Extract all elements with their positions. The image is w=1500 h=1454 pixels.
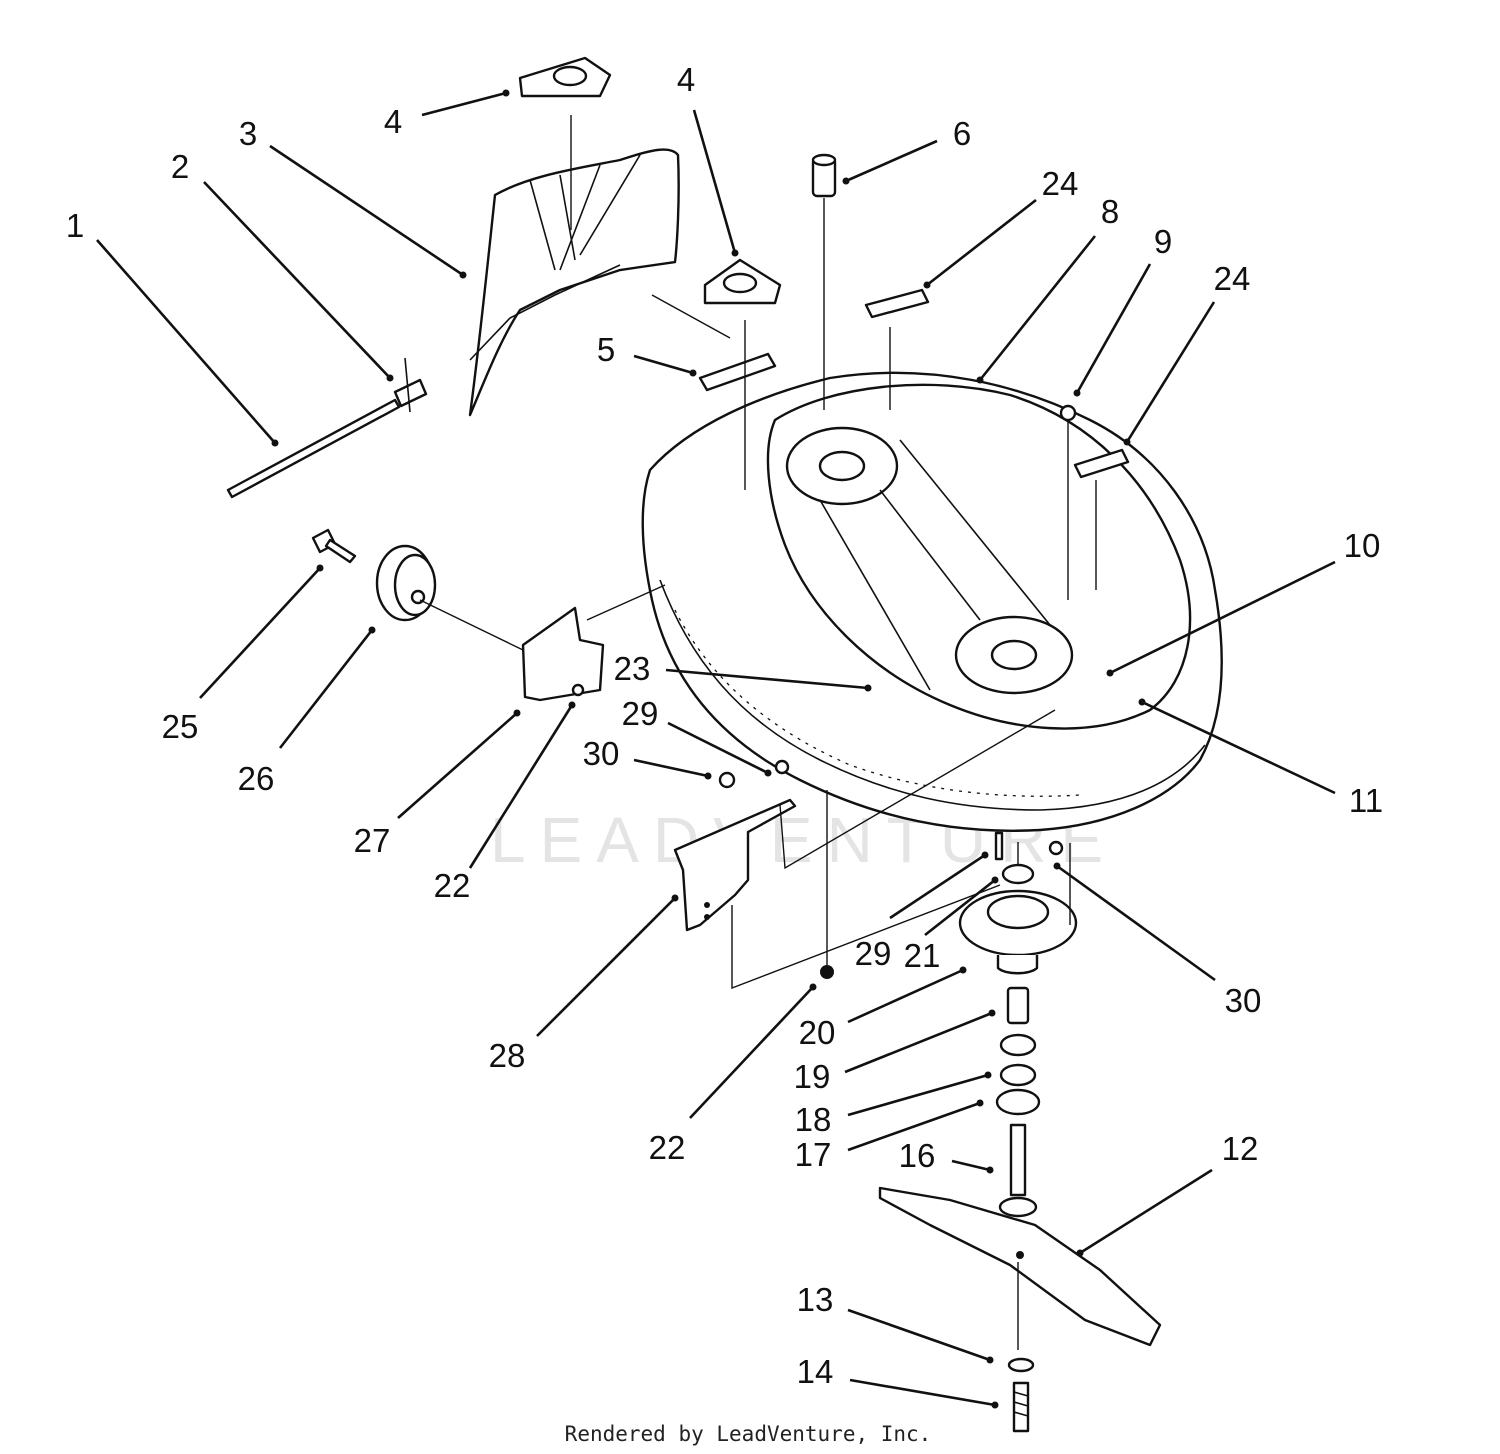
- svg-text:17: 17: [795, 1136, 832, 1173]
- gauge-wheel: [375, 544, 437, 622]
- callout-12: 12: [1076, 1130, 1259, 1257]
- callout-10: 10: [1106, 527, 1381, 677]
- bolt-6: [811, 153, 837, 198]
- chute-rod: [226, 357, 428, 499]
- wheel-bracket: [521, 606, 605, 702]
- credit-text: Rendered by LeadVenture, Inc.: [565, 1422, 932, 1446]
- svg-text:5: 5: [597, 331, 615, 368]
- svg-text:10: 10: [1344, 527, 1381, 564]
- callout-8: 8: [976, 193, 1119, 384]
- decal-strips: [698, 288, 1130, 479]
- callout-16: 16: [899, 1137, 994, 1174]
- spindle-assembly: [958, 863, 1078, 1218]
- callout-27: 27: [354, 709, 521, 859]
- fasteners: [718, 759, 1064, 979]
- callout-22-bottom: 22: [649, 983, 817, 1166]
- pivot-block-top: [518, 56, 612, 98]
- svg-text:13: 13: [797, 1281, 834, 1318]
- svg-text:22: 22: [434, 867, 471, 904]
- callout-14: 14: [797, 1353, 999, 1409]
- callout-23: 23: [614, 650, 872, 692]
- blade-bolt: [1012, 1381, 1030, 1433]
- callout-2: 2: [171, 148, 394, 382]
- svg-text:1: 1: [66, 207, 84, 244]
- svg-text:23: 23: [614, 650, 651, 687]
- callout-29-lower: 29: [855, 851, 989, 972]
- svg-text:18: 18: [795, 1101, 832, 1138]
- callout-29-upper: 29: [622, 695, 772, 777]
- svg-text:28: 28: [489, 1037, 526, 1074]
- svg-text:20: 20: [799, 1014, 836, 1051]
- callout-4-top: 4: [384, 89, 510, 140]
- callout-21: 21: [904, 876, 999, 974]
- callout-19: 19: [794, 1009, 996, 1095]
- callout-4-middle: 4: [677, 61, 739, 257]
- svg-text:22: 22: [649, 1129, 686, 1166]
- baffle-plate: [673, 798, 797, 932]
- blade-washer: [1007, 1357, 1035, 1373]
- svg-text:16: 16: [899, 1137, 936, 1174]
- mower-blade: [878, 1186, 1162, 1347]
- svg-text:4: 4: [384, 103, 402, 140]
- callout-9: 9: [1073, 223, 1172, 397]
- svg-text:24: 24: [1042, 165, 1079, 202]
- callout-26: 26: [238, 626, 376, 797]
- callout-25: 25: [162, 564, 324, 745]
- callout-11: 11: [1138, 698, 1383, 819]
- svg-text:29: 29: [622, 695, 659, 732]
- svg-text:14: 14: [797, 1353, 834, 1390]
- svg-text:27: 27: [354, 822, 391, 859]
- svg-text:26: 26: [238, 760, 275, 797]
- svg-text:4: 4: [677, 61, 695, 98]
- svg-text:30: 30: [1225, 982, 1262, 1019]
- callout-24-right: 24: [1123, 260, 1251, 446]
- callout-20: 20: [799, 966, 967, 1051]
- pivot-block-middle: [703, 258, 782, 305]
- callout-28: 28: [489, 894, 679, 1074]
- callout-22-left: 22: [434, 701, 576, 904]
- svg-text:3: 3: [239, 115, 257, 152]
- callout-13: 13: [797, 1281, 994, 1364]
- svg-text:24: 24: [1214, 260, 1251, 297]
- callout-24-upper: 24: [923, 165, 1079, 289]
- callout-30-left: 30: [583, 735, 712, 780]
- svg-text:2: 2: [171, 148, 189, 185]
- deck-housing: [641, 371, 1223, 832]
- callout-18: 18: [795, 1071, 992, 1138]
- discharge-chute: [468, 148, 680, 417]
- callout-17: 17: [795, 1099, 984, 1173]
- callout-3: 3: [239, 115, 467, 279]
- svg-text:19: 19: [794, 1058, 831, 1095]
- svg-text:6: 6: [953, 115, 971, 152]
- svg-text:25: 25: [162, 708, 199, 745]
- callout-6: 6: [842, 115, 971, 185]
- callout-30-right: 30: [1053, 862, 1262, 1019]
- callout-5: 5: [597, 331, 697, 377]
- svg-text:30: 30: [583, 735, 620, 772]
- spindle-openings: [785, 426, 1074, 695]
- svg-text:21: 21: [904, 937, 941, 974]
- wheel-bolt: [311, 528, 357, 564]
- svg-text:11: 11: [1349, 782, 1383, 819]
- svg-text:9: 9: [1154, 223, 1172, 260]
- svg-text:12: 12: [1222, 1130, 1259, 1167]
- svg-text:8: 8: [1101, 193, 1119, 230]
- svg-text:29: 29: [855, 935, 892, 972]
- callout-1: 1: [66, 207, 279, 447]
- bolt-9: [1059, 404, 1077, 422]
- assembly-guide-lines: [419, 115, 1097, 1350]
